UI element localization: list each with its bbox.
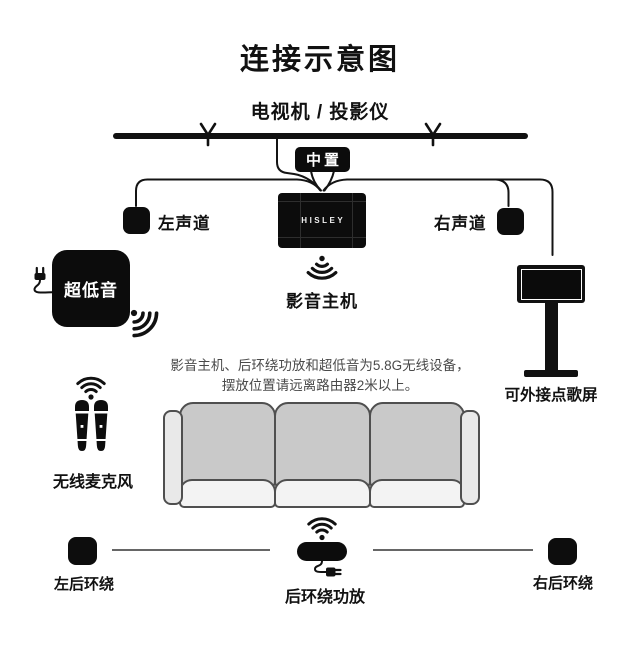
karaoke-screen-pole [545,301,558,372]
front-right-label: 右声道 [434,215,487,233]
host-brand-text: HISLEY [301,216,346,225]
wireless-note-line2: 摆放位置请远离路由器2米以上。 [221,377,419,393]
sofa-seat-cushion [369,479,465,508]
sofa-back-cushion [369,402,465,488]
microphone-icon-left [75,400,89,451]
wire-center-right [323,170,335,192]
karaoke-screen-base [524,370,578,377]
subwoofer-power-plug-icon [33,266,53,294]
karaoke-screen [517,265,585,303]
subwoofer-label: 超低音 [64,281,118,300]
rear-left-speaker [68,537,97,565]
front-left-speaker [123,207,150,234]
sofa-seat-cushion [179,479,276,508]
center-channel-box: 中置 [295,147,350,172]
karaoke-screen-panel [520,268,582,300]
sofa [163,402,480,508]
sofa-armrest-right [460,410,480,505]
amp-wifi-icon [307,517,337,542]
av-host-device: HISLEY [278,193,366,248]
front-left-label: 左声道 [158,215,211,233]
rear-left-label: 左后环绕 [53,576,114,593]
rear-surround-amp-label: 后环绕功放 [284,589,365,606]
center-channel-label: 中置 [305,152,342,169]
karaoke-screen-label: 可外接点歌屏 [504,387,598,404]
av-host-label: 影音主机 [286,292,358,311]
rear-right-speaker [548,538,577,565]
wire-front-right-branch [495,178,510,207]
amp-power-plug-icon [313,560,342,577]
wire-center-left [310,170,322,192]
sofa-back-cushion [179,402,276,488]
page-title: 连接示意图 [239,44,400,76]
subwoofer-box: 超低音 [52,250,130,327]
sofa-seat-cushion [274,479,371,508]
front-right-speaker [497,208,524,235]
rear-right-label: 右后环绕 [532,575,593,592]
microphone-icon-right [94,400,108,451]
wireless-mic-label: 无线麦克风 [52,474,133,491]
wireless-note-line1: 影音主机、后环绕功放和超低音为5.8G无线设备， [170,358,470,373]
wireless-note: 影音主机、后环绕功放和超低音为5.8G无线设备， 摆放位置请远离路由器2米以上。 [0,356,640,395]
sofa-armrest-left [163,410,183,505]
tv-mount-bar [113,133,528,139]
host-wifi-icon [306,254,338,280]
rear-surround-amp [297,542,347,561]
tv-projector-label: 电视机 / 投影仪 [250,102,390,123]
sofa-back-cushion [274,402,371,488]
